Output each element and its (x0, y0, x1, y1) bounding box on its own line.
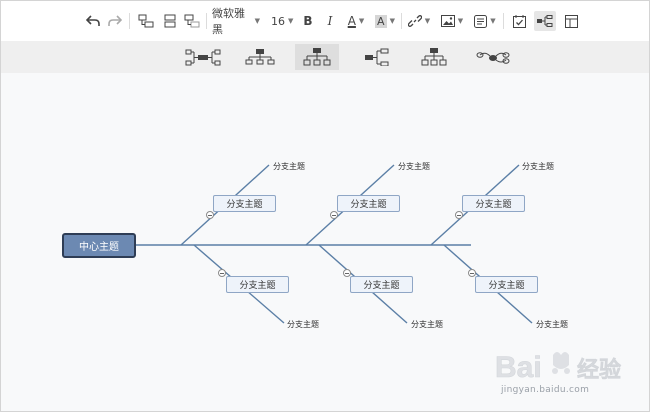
branch-topic[interactable]: 分支主题 (350, 276, 413, 293)
chevron-down-icon: ▼ (389, 17, 395, 25)
sibling-topic-icon (164, 14, 176, 28)
editor-toolbar: 微软雅黑▼ 16▼ B I A▼ A▼ ▼ ▼ ▼ (1, 1, 649, 42)
toolbar-divider (401, 13, 402, 29)
collapse-toggle-icon[interactable] (218, 269, 226, 277)
tree-down-icon (421, 48, 447, 66)
leaf-topic[interactable]: 分支主题 (273, 162, 305, 171)
italic-icon: I (327, 14, 333, 28)
font-color-button[interactable]: A▼ (345, 11, 367, 31)
undo-button[interactable] (84, 11, 102, 31)
image-icon (440, 15, 455, 27)
leaf-topic[interactable]: 分支主题 (398, 162, 430, 171)
leaf-topic[interactable]: 分支主题 (536, 320, 568, 329)
toolbar-divider (503, 13, 504, 29)
font-size-select[interactable]: 16▼ (271, 11, 293, 31)
layout-option-timeline-wave[interactable] (471, 44, 515, 70)
layout-option-org-down[interactable] (238, 44, 282, 70)
collapse-toggle-icon[interactable] (206, 211, 214, 219)
branch-topic[interactable]: 分支主题 (226, 276, 289, 293)
child-topic-icon (138, 14, 154, 28)
watermark-url: jingyan.baidu.com (501, 385, 590, 395)
layout-option-logic-tree[interactable] (355, 44, 399, 70)
branch-topic[interactable]: 分支主题 (462, 195, 525, 212)
layout-option-tree-org[interactable] (412, 44, 456, 70)
chevron-down-icon: ▼ (288, 17, 294, 25)
link-icon (407, 15, 422, 27)
tree-right-icon (365, 48, 389, 66)
font-family-select[interactable]: 微软雅黑 ▼ (212, 7, 260, 36)
leaf-topic[interactable]: 分支主题 (522, 162, 554, 171)
redo-button[interactable] (106, 11, 124, 31)
font-family-value: 微软雅黑 (212, 7, 245, 36)
chevron-down-icon: ▼ (424, 17, 431, 25)
insert-note-button[interactable]: ▼ (473, 11, 497, 31)
task-button[interactable] (511, 11, 527, 31)
collapse-toggle-icon[interactable] (330, 211, 338, 219)
insert-link-button[interactable]: ▼ (407, 11, 431, 31)
layout-panel-icon (564, 14, 578, 28)
highlight-color-button[interactable]: A▼ (374, 11, 396, 31)
svg-text:经验: 经验 (577, 357, 621, 383)
layout-option-fishbone[interactable] (295, 44, 339, 70)
calendar-check-icon (512, 14, 526, 28)
chevron-down-icon: ▼ (254, 17, 260, 25)
bold-button[interactable]: B (301, 11, 315, 31)
mindmap-canvas[interactable]: 中心主题 分支主题 分支主题 分支主题 分支主题 分支主题 分支主题 分支主题 … (1, 73, 649, 411)
mindmap-structure-icon (537, 15, 553, 27)
fishbone-icon (303, 48, 331, 66)
highlight-icon: A (375, 14, 387, 28)
leaf-topic[interactable]: 分支主题 (287, 320, 319, 329)
chevron-down-icon: ▼ (457, 17, 464, 25)
branch-topic[interactable]: 分支主题 (475, 276, 538, 293)
branch-topic[interactable]: 分支主题 (337, 195, 400, 212)
layout-picker-bar (1, 41, 649, 73)
insert-sibling-topic-button[interactable] (161, 11, 179, 31)
bubble-map-icon (476, 52, 510, 64)
collapse-toggle-icon[interactable] (455, 211, 463, 219)
parent-topic-icon (184, 14, 200, 28)
bold-icon: B (303, 14, 313, 28)
org-chart-icon (245, 49, 275, 65)
note-icon (474, 14, 488, 28)
insert-child-topic-button[interactable] (137, 11, 155, 31)
layout-option-logic-right[interactable] (181, 44, 225, 70)
collapse-toggle-icon[interactable] (468, 269, 476, 277)
leaf-topic[interactable]: 分支主题 (411, 320, 443, 329)
structure-button[interactable] (534, 11, 556, 31)
baidu-jingyan-watermark-logo: Bai 经验 (495, 351, 622, 385)
logic-structure-icon (185, 49, 221, 66)
collapse-toggle-icon[interactable] (343, 269, 351, 277)
chevron-down-icon: ▼ (358, 17, 365, 25)
branch-topic[interactable]: 分支主题 (213, 195, 276, 212)
font-color-icon: A (347, 14, 356, 28)
toolbar-divider (206, 13, 207, 29)
italic-button[interactable]: I (323, 11, 337, 31)
chevron-down-icon: ▼ (490, 17, 496, 25)
undo-icon (86, 15, 100, 26)
insert-parent-topic-button[interactable] (183, 11, 201, 31)
font-size-value: 16 (271, 14, 285, 28)
svg-text:Bai: Bai (495, 351, 542, 384)
central-topic[interactable]: 中心主题 (62, 233, 136, 258)
redo-icon (108, 15, 122, 26)
toolbar-divider (129, 13, 130, 29)
insert-image-button[interactable]: ▼ (440, 11, 464, 31)
outline-view-button[interactable] (563, 11, 579, 31)
